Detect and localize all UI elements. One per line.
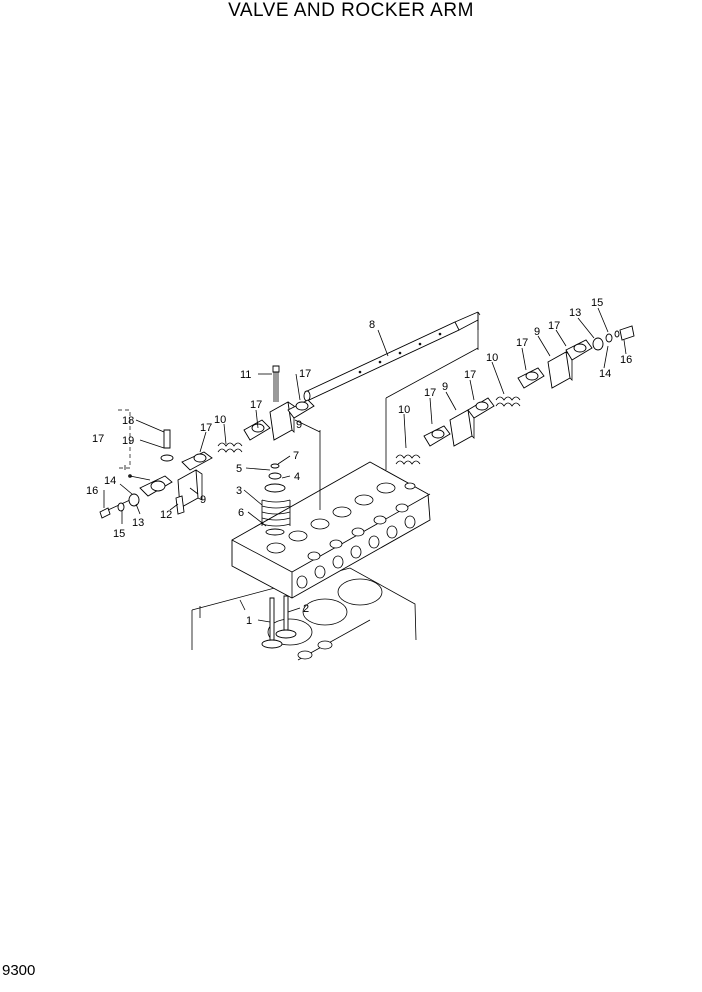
callout-9a: 9: [296, 419, 302, 431]
callout-labels: 1 2 3 4 5 6 7 8 11 17 17 9 10 17 18 17 1…: [86, 297, 632, 627]
rocker-arm-17f: [517, 367, 545, 389]
valve-spring-assembly: [261, 463, 291, 536]
callout-17e: 17: [424, 387, 436, 399]
callout-1: 1: [246, 615, 252, 627]
callout-15a: 15: [113, 528, 125, 540]
bolt-11: [272, 365, 280, 402]
callout-5: 5: [236, 463, 242, 475]
spring-10c: [495, 396, 521, 407]
callout-19: 19: [122, 435, 134, 447]
valve-2: [275, 595, 297, 639]
callout-6: 6: [238, 507, 244, 519]
rocker-arm-left-end: [124, 465, 203, 509]
callout-17c: 17: [200, 422, 212, 434]
callout-16a: 16: [86, 485, 98, 497]
callout-12: 12: [160, 509, 172, 521]
callout-2: 2: [303, 603, 309, 615]
valve-1: [261, 597, 283, 649]
callout-8: 8: [369, 319, 375, 331]
rocker-arm-17c: [287, 399, 315, 419]
callout-14a: 14: [104, 475, 116, 487]
page-title: VALVE AND ROCKER ARM: [228, 0, 474, 21]
callout-17f: 17: [464, 369, 476, 381]
rocker-bracket-9b: [449, 409, 475, 447]
callout-17-top: 17: [548, 320, 560, 332]
rocker-bracket-9a: [269, 401, 295, 441]
leader-lines: [103, 307, 627, 623]
spring-10b: [395, 454, 421, 465]
callout-16b: 16: [620, 354, 632, 366]
callout-4: 4: [294, 471, 300, 483]
engine-block: [191, 567, 417, 661]
adjusting-screw-18: [160, 429, 174, 462]
guide-line: [385, 347, 479, 399]
callout-17b: 17: [250, 399, 262, 411]
callout-10b: 10: [398, 404, 410, 416]
spring-10a: [217, 442, 243, 453]
pin-12: [175, 495, 185, 515]
callout-9c: 9: [442, 381, 448, 393]
callout-15b: 15: [591, 297, 603, 309]
callout-10c: 10: [486, 352, 498, 364]
bolt-16-right: [619, 325, 635, 341]
washer-15-right: [605, 333, 613, 343]
callout-13b: 13: [569, 307, 581, 319]
rocker-bracket-9c: [547, 351, 573, 389]
callout-17a: 17: [299, 368, 311, 380]
bolt-16-left: [99, 499, 131, 519]
callout-17g: 17: [516, 337, 528, 349]
callout-13a: 13: [132, 517, 144, 529]
rocker-arm-17a: [181, 451, 213, 471]
callout-9d: 9: [534, 326, 540, 338]
spring-13-right: [592, 337, 604, 351]
callout-3: 3: [236, 485, 242, 497]
callout-18: 18: [122, 415, 134, 427]
callout-7: 7: [293, 450, 299, 462]
callout-14b: 14: [599, 368, 611, 380]
washer-15-left: [117, 502, 125, 512]
rocker-arm-17b: [243, 419, 271, 441]
rocker-arm-17e: [467, 397, 495, 419]
rocker-arm-17d: [423, 425, 451, 447]
rocker-arm-17g: [565, 339, 593, 361]
rocker-shaft: [303, 311, 479, 402]
callout-17d: 17: [92, 433, 104, 445]
callout-11: 11: [240, 369, 251, 381]
cylinder-head: [231, 461, 431, 599]
callout-9b: 9: [200, 494, 206, 506]
page-code: 9300: [2, 962, 36, 979]
ring-14-right: [614, 330, 620, 338]
guide-line: [294, 419, 321, 433]
spring-13-left: [128, 493, 140, 507]
callout-10a: 10: [214, 414, 226, 426]
